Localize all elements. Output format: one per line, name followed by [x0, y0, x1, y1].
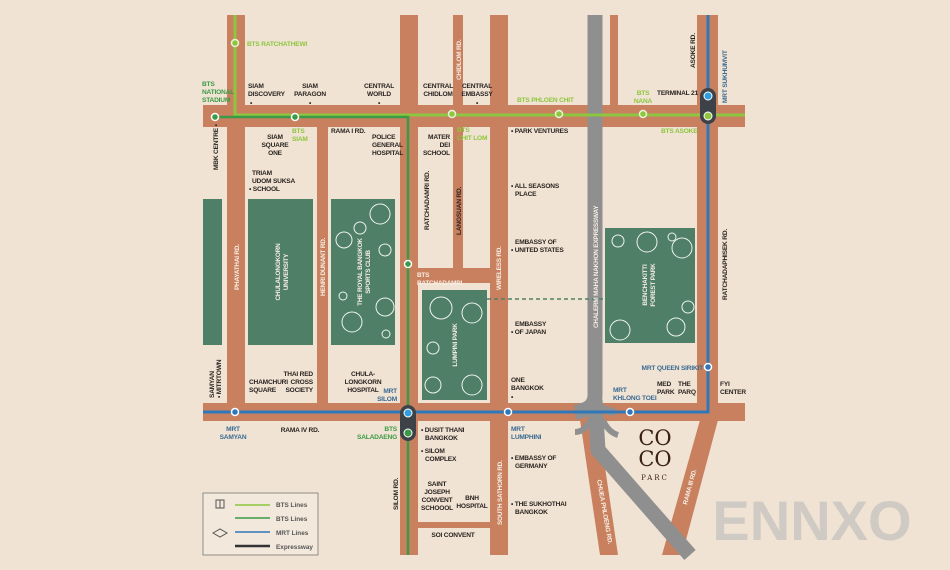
- road-henri-dunant: HENRI DUNANT RD.: [320, 237, 327, 296]
- road-asoke: ASOKE RD.: [690, 33, 697, 68]
- park-benchakitti: BENCHAKITTIFOREST PARK: [642, 263, 657, 307]
- place-terminal-21: TERMINAL 21: [657, 90, 698, 97]
- park-chulalongkorn: CHULALONGKORNUNIVERSITY: [275, 243, 290, 301]
- place-mbk-centre: MBK CENTRE •: [213, 123, 220, 170]
- label-bts-ratchathewi: BTS RATCHATHEWI: [247, 41, 307, 48]
- station-markers: [210, 38, 716, 441]
- svg-text:PARC: PARC: [641, 474, 669, 482]
- road-silom: SILOM RD.: [393, 477, 400, 510]
- svg-text:CO: CO: [638, 426, 671, 450]
- park-royal-bangkok-sports-club: THE ROYAL BANGKOKSPORTS CLUB: [357, 238, 372, 306]
- label-bts-asoke: BTS ASOKE: [661, 128, 698, 135]
- place-park-ventures: • PARK VENTURES: [511, 128, 569, 135]
- road-south-sathorn: SOUTH SATHORN RD.: [497, 460, 504, 525]
- coco-parc-logo: CO CO PARC: [638, 426, 671, 482]
- svg-text:CO: CO: [638, 447, 671, 471]
- label-mrt-queen-sirikit: MRT QUEEN SIRIKIT: [642, 365, 704, 372]
- road-rama-4: RAMA IV RD.: [281, 427, 320, 434]
- svg-text:Expressway: Expressway: [276, 544, 313, 551]
- road-ratchadamri: RATCHADAMRI RD.: [424, 170, 431, 230]
- watermark: ENNXO: [712, 489, 911, 552]
- place-japan-embassy: EMBASSY• OF JAPAN: [511, 321, 547, 336]
- label-bts-phloen-chit: BTS PHLOEN CHIT: [517, 97, 574, 104]
- legend: BTS Lines BTS Lines MRT Lines Expressway: [202, 492, 319, 556]
- park-lumpini: LUMPINI PARK: [452, 323, 459, 367]
- road-rama-1: RAMA I RD.: [331, 128, 366, 135]
- road-wireless: WIRELESS RD.: [496, 246, 503, 290]
- place-samyan-mitrtown: SAMYAN• MITRTOWN: [209, 359, 223, 398]
- svg-text:BTS Lines: BTS Lines: [276, 516, 308, 523]
- road-ratchadaphisek: RATCHADAPHISEK RD.: [722, 229, 729, 300]
- road-chidlom: CHIDLOM RD.: [456, 39, 463, 80]
- svg-text:BTS Lines: BTS Lines: [276, 502, 308, 509]
- road-expressway: CHALERM MAHA NAKHON EXPRESSWAY: [593, 205, 600, 328]
- road-soi-convent: SOI CONVENT: [431, 532, 474, 539]
- tree-icons: [335, 203, 695, 396]
- road-phayathai: PHAYATHAI RD.: [234, 244, 241, 290]
- mrt-icon: [211, 528, 229, 538]
- parks: [203, 199, 695, 400]
- bts-icon: [215, 499, 225, 509]
- label-mrt-sukhumvit: MRT SUKHUMVIT: [722, 50, 729, 103]
- road-langsuan: LANGSUAN RD.: [456, 186, 463, 235]
- place-us-embassy: EMBASSY OF• UNITED STATES: [511, 239, 564, 254]
- svg-text:MRT Lines: MRT Lines: [276, 530, 309, 537]
